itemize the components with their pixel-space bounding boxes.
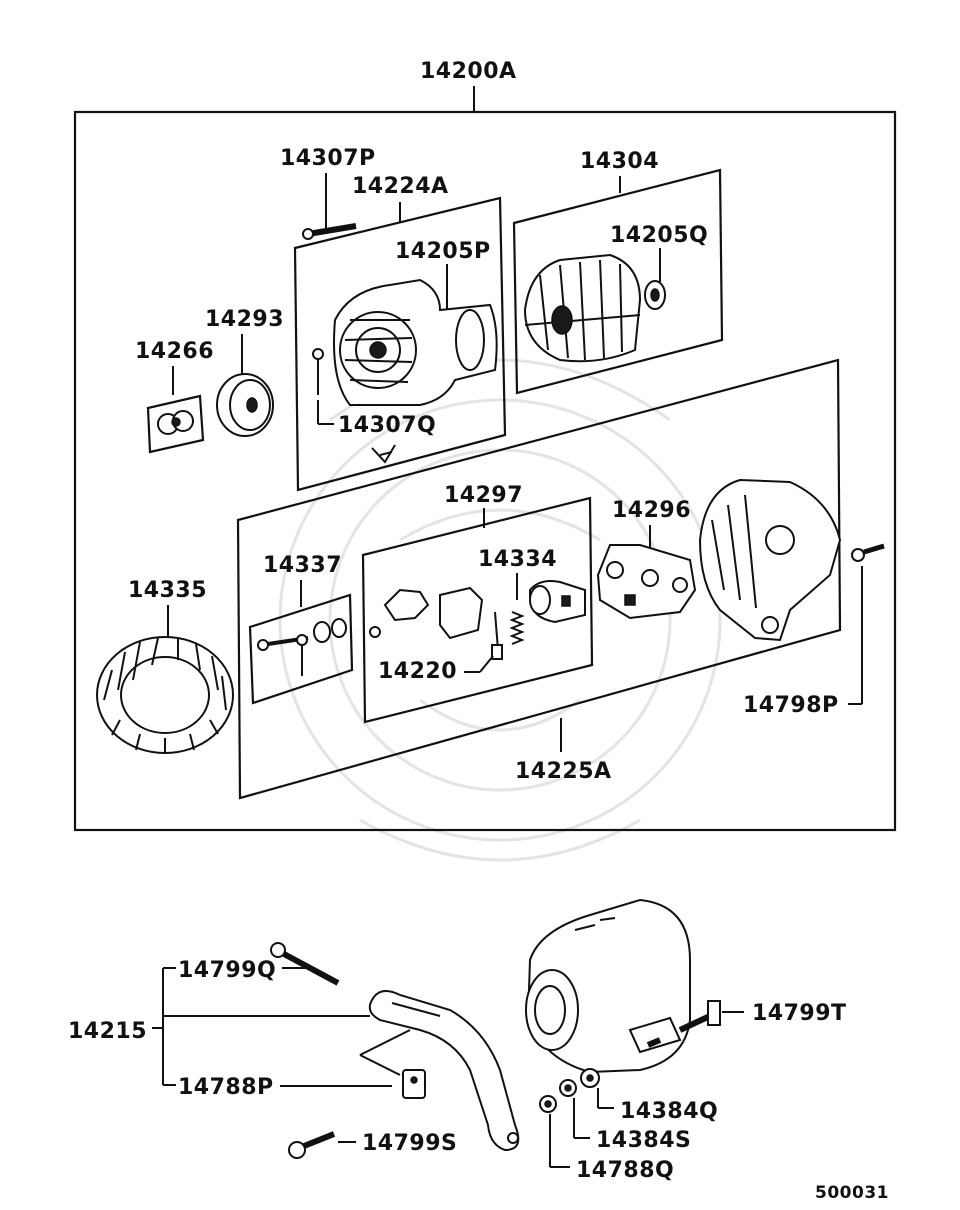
box-14224A bbox=[293, 196, 507, 492]
label-14798P: 14798P bbox=[743, 693, 839, 718]
rotor-part bbox=[523, 253, 642, 363]
label-14200A: 14200A bbox=[420, 59, 517, 84]
label-14215: 14215 bbox=[68, 1019, 147, 1044]
bearing-14205Q bbox=[644, 280, 666, 310]
assembly-box bbox=[73, 110, 897, 832]
spring-14334 bbox=[509, 611, 525, 645]
label-14296: 14296 bbox=[612, 498, 691, 523]
label-14266: 14266 bbox=[135, 339, 214, 364]
label-14205P: 14205P bbox=[395, 239, 491, 264]
label-14307Q: 14307Q bbox=[338, 413, 436, 438]
nut-washer-14266 bbox=[157, 410, 194, 435]
label-14224A: 14224A bbox=[352, 174, 449, 199]
bolt-14799Q bbox=[270, 942, 340, 986]
label-14799S: 14799S bbox=[362, 1131, 457, 1156]
label-14293: 14293 bbox=[205, 307, 284, 332]
nut-14384Q bbox=[580, 1068, 600, 1088]
label-14337: 14337 bbox=[263, 553, 342, 578]
label-14334: 14334 bbox=[478, 547, 557, 572]
stator-14335 bbox=[96, 636, 234, 754]
bolt-14798P bbox=[851, 543, 885, 562]
front-bracket-part bbox=[333, 278, 498, 406]
box-14297 bbox=[361, 496, 594, 724]
box-14266 bbox=[146, 394, 205, 454]
label-14220: 14220 bbox=[378, 659, 457, 684]
label-14205Q: 14205Q bbox=[610, 223, 708, 248]
label-14225A: 14225A bbox=[515, 759, 612, 784]
bolt-14799S bbox=[288, 1131, 336, 1159]
alternator-body bbox=[525, 898, 691, 1074]
label-14307P: 14307P bbox=[280, 146, 376, 171]
nut-14788Q bbox=[539, 1095, 557, 1113]
label-14788Q: 14788Q bbox=[576, 1158, 674, 1183]
adjusting-bracket-14215 bbox=[368, 990, 520, 1152]
box-14304 bbox=[512, 168, 724, 395]
bolt-14799T bbox=[678, 1000, 721, 1033]
box-14225A bbox=[236, 358, 842, 800]
washer-14384S bbox=[559, 1079, 577, 1097]
rectifier-14296 bbox=[596, 544, 697, 620]
label-14335: 14335 bbox=[128, 578, 207, 603]
diagram-number: 500031 bbox=[815, 1183, 889, 1203]
label-14384S: 14384S bbox=[596, 1128, 691, 1153]
terminal-set-14337 bbox=[257, 618, 347, 676]
box-14337 bbox=[248, 593, 354, 705]
label-14297: 14297 bbox=[444, 483, 523, 508]
screw-14307Q bbox=[312, 348, 324, 395]
bolt-14307P bbox=[302, 223, 357, 240]
label-14788P: 14788P bbox=[178, 1075, 274, 1100]
rear-bracket-part bbox=[698, 478, 842, 642]
regulator-part bbox=[529, 580, 586, 624]
spacer-14788P bbox=[402, 1069, 426, 1099]
label-14799T: 14799T bbox=[752, 1001, 847, 1026]
pulley-14293 bbox=[216, 373, 274, 437]
label-14384Q: 14384Q bbox=[620, 1099, 718, 1124]
brush-holder-14297 bbox=[369, 586, 503, 660]
label-14304: 14304 bbox=[580, 149, 659, 174]
label-14799Q: 14799Q bbox=[178, 958, 276, 983]
